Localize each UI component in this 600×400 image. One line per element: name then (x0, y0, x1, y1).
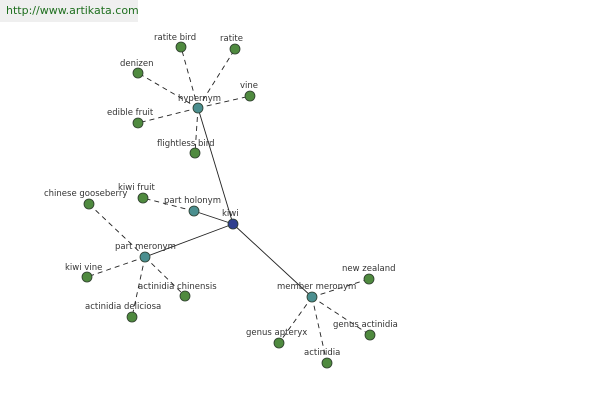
node-label-flightless-bird: flightless bird (157, 139, 214, 149)
node-label-part-meronym: part meronym (115, 242, 176, 252)
node-label-ratite-bird: ratite bird (154, 33, 196, 43)
node-actinidia-deliciosa[interactable] (126, 311, 138, 323)
node-label-actinidia: actinidia (304, 348, 340, 358)
node-label-kiwi-fruit: kiwi fruit (118, 183, 156, 193)
edges-layer (86, 46, 371, 364)
edge-member-meronym-to-genus-actinidia (311, 296, 371, 336)
node-new-zealand[interactable] (363, 273, 375, 285)
node-denizen[interactable] (132, 67, 144, 79)
edge-kiwi-to-hypernym (197, 107, 234, 225)
node-label-actinidia-deliciosa: actinidia deliciosa (85, 302, 161, 312)
edge-part-meronym-to-actinidia-chinensis (144, 256, 186, 297)
edge-hypernym-to-ratite (197, 48, 236, 109)
node-label-hypernym: hypernym (178, 94, 221, 104)
node-label-part-holonym: part holonym (164, 196, 221, 206)
node-label-kiwi: kiwi (222, 209, 239, 219)
node-label-vine: vine (240, 81, 258, 91)
node-label-ratite: ratite (220, 34, 243, 44)
edge-part-meronym-to-chinese-gooseberry (88, 203, 146, 258)
node-actinidia-chinensis[interactable] (179, 290, 191, 302)
node-label-kiwi-vine: kiwi vine (65, 263, 102, 273)
node-ratite[interactable] (229, 43, 241, 55)
edge-member-meronym-to-actinidia (311, 296, 328, 364)
node-actinidia[interactable] (321, 357, 333, 369)
edge-part-meronym-to-actinidia-deliciosa (131, 256, 146, 318)
labels-layer: kiwi hypernym part holonym part meronym memb… (44, 33, 398, 358)
node-chinese-gooseberry[interactable] (83, 198, 95, 210)
site-url-link[interactable]: http://www.artikata.com (0, 0, 138, 22)
node-part-holonym[interactable] (188, 205, 200, 217)
node-ratite-bird[interactable] (175, 41, 187, 53)
edge-kiwi-to-member-meronym (232, 223, 313, 298)
node-genus-apteryx[interactable] (273, 337, 285, 349)
edge-hypernym-to-flightless-bird (194, 107, 199, 154)
edge-member-meronym-to-genus-apteryx (278, 296, 313, 344)
node-label-genus-actinidia: genus actinidia (333, 320, 398, 330)
node-part-meronym[interactable] (139, 251, 151, 263)
node-kiwi-fruit[interactable] (137, 192, 149, 204)
edge-part-meronym-to-kiwi-vine (86, 256, 146, 278)
edge-hypernym-to-ratite-bird (180, 46, 199, 109)
edge-hypernym-to-edible-fruit (137, 107, 199, 124)
edge-kiwi-to-part-meronym (144, 223, 234, 258)
node-label-new-zealand: new zealand (342, 264, 396, 274)
node-edible-fruit[interactable] (132, 117, 144, 129)
node-flightless-bird[interactable] (189, 147, 201, 159)
nodes-layer (81, 41, 376, 369)
edge-member-meronym-to-new-zealand (311, 278, 370, 298)
node-vine[interactable] (244, 90, 256, 102)
node-label-edible-fruit: edible fruit (107, 108, 154, 118)
node-hypernym[interactable] (192, 102, 204, 114)
node-label-chinese-gooseberry: chinese gooseberry (44, 189, 127, 199)
node-label-actinidia-chinensis: actinidia chinensis (138, 282, 217, 292)
node-genus-actinidia[interactable] (364, 329, 376, 341)
edge-kiwi-to-part-holonym (193, 210, 234, 225)
node-kiwi-vine[interactable] (81, 271, 93, 283)
node-member-meronym[interactable] (306, 291, 318, 303)
edge-hypernym-to-denizen (137, 72, 199, 109)
node-kiwi[interactable] (227, 218, 239, 230)
node-label-genus-apteryx: genus apteryx (246, 328, 307, 338)
node-label-denizen: denizen (120, 59, 153, 69)
node-label-member-meronym: member meronym (277, 282, 356, 292)
